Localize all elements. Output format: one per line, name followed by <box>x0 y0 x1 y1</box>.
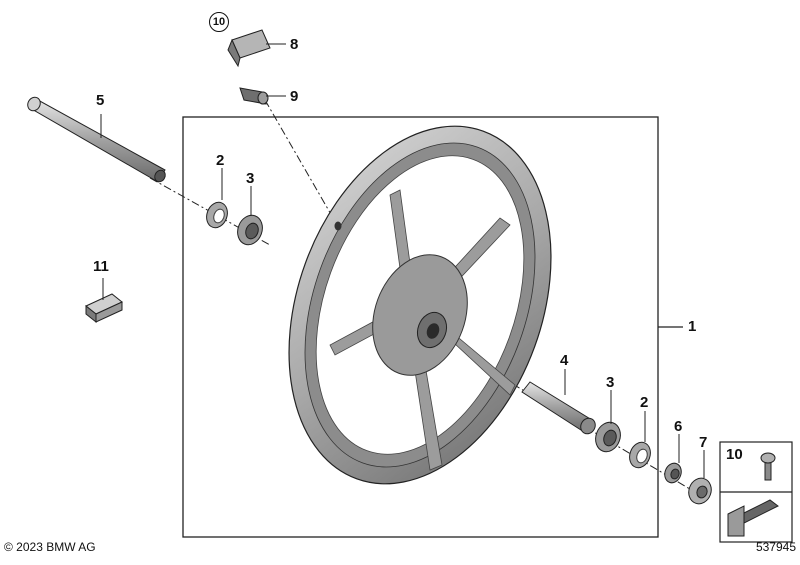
part-2-left-spacer <box>206 201 228 229</box>
callout-11: 11 <box>93 258 109 275</box>
callout-1: 1 <box>688 318 697 335</box>
front-wheel <box>288 125 552 485</box>
reference-number: 537945 <box>755 540 796 554</box>
callout-8: 8 <box>290 36 299 53</box>
callout-5: 5 <box>96 92 105 109</box>
part-6-washer <box>664 462 682 484</box>
callout-6: 6 <box>674 418 683 435</box>
callout-10-legend: 10 <box>726 446 743 463</box>
direction-arrow-icon <box>727 499 779 537</box>
part-5-axle <box>27 96 166 183</box>
part-11-balance-weight <box>85 293 123 324</box>
callout-10-circled: 10 <box>209 12 229 32</box>
part-4-sleeve <box>521 381 596 435</box>
callout-2-right: 2 <box>640 394 649 411</box>
callout-9: 9 <box>290 88 299 105</box>
part-2-right-spacer <box>629 441 651 469</box>
legend-box <box>719 441 793 543</box>
copyright-text: © 2023 BMW AG <box>4 540 96 554</box>
part-3-right-bearing <box>595 421 621 453</box>
callout-4: 4 <box>560 352 569 369</box>
part-8-bracket <box>227 29 271 68</box>
callout-3-right: 3 <box>606 374 615 391</box>
part-10-screw-icon <box>760 452 776 481</box>
part-9-valve <box>239 87 269 105</box>
callout-2-left: 2 <box>216 152 225 169</box>
callout-3-left: 3 <box>246 170 255 187</box>
part-7-nut <box>688 477 712 505</box>
callout-leaders <box>100 43 705 478</box>
callout-7: 7 <box>699 434 708 451</box>
part-3-left-bearing <box>237 214 263 246</box>
